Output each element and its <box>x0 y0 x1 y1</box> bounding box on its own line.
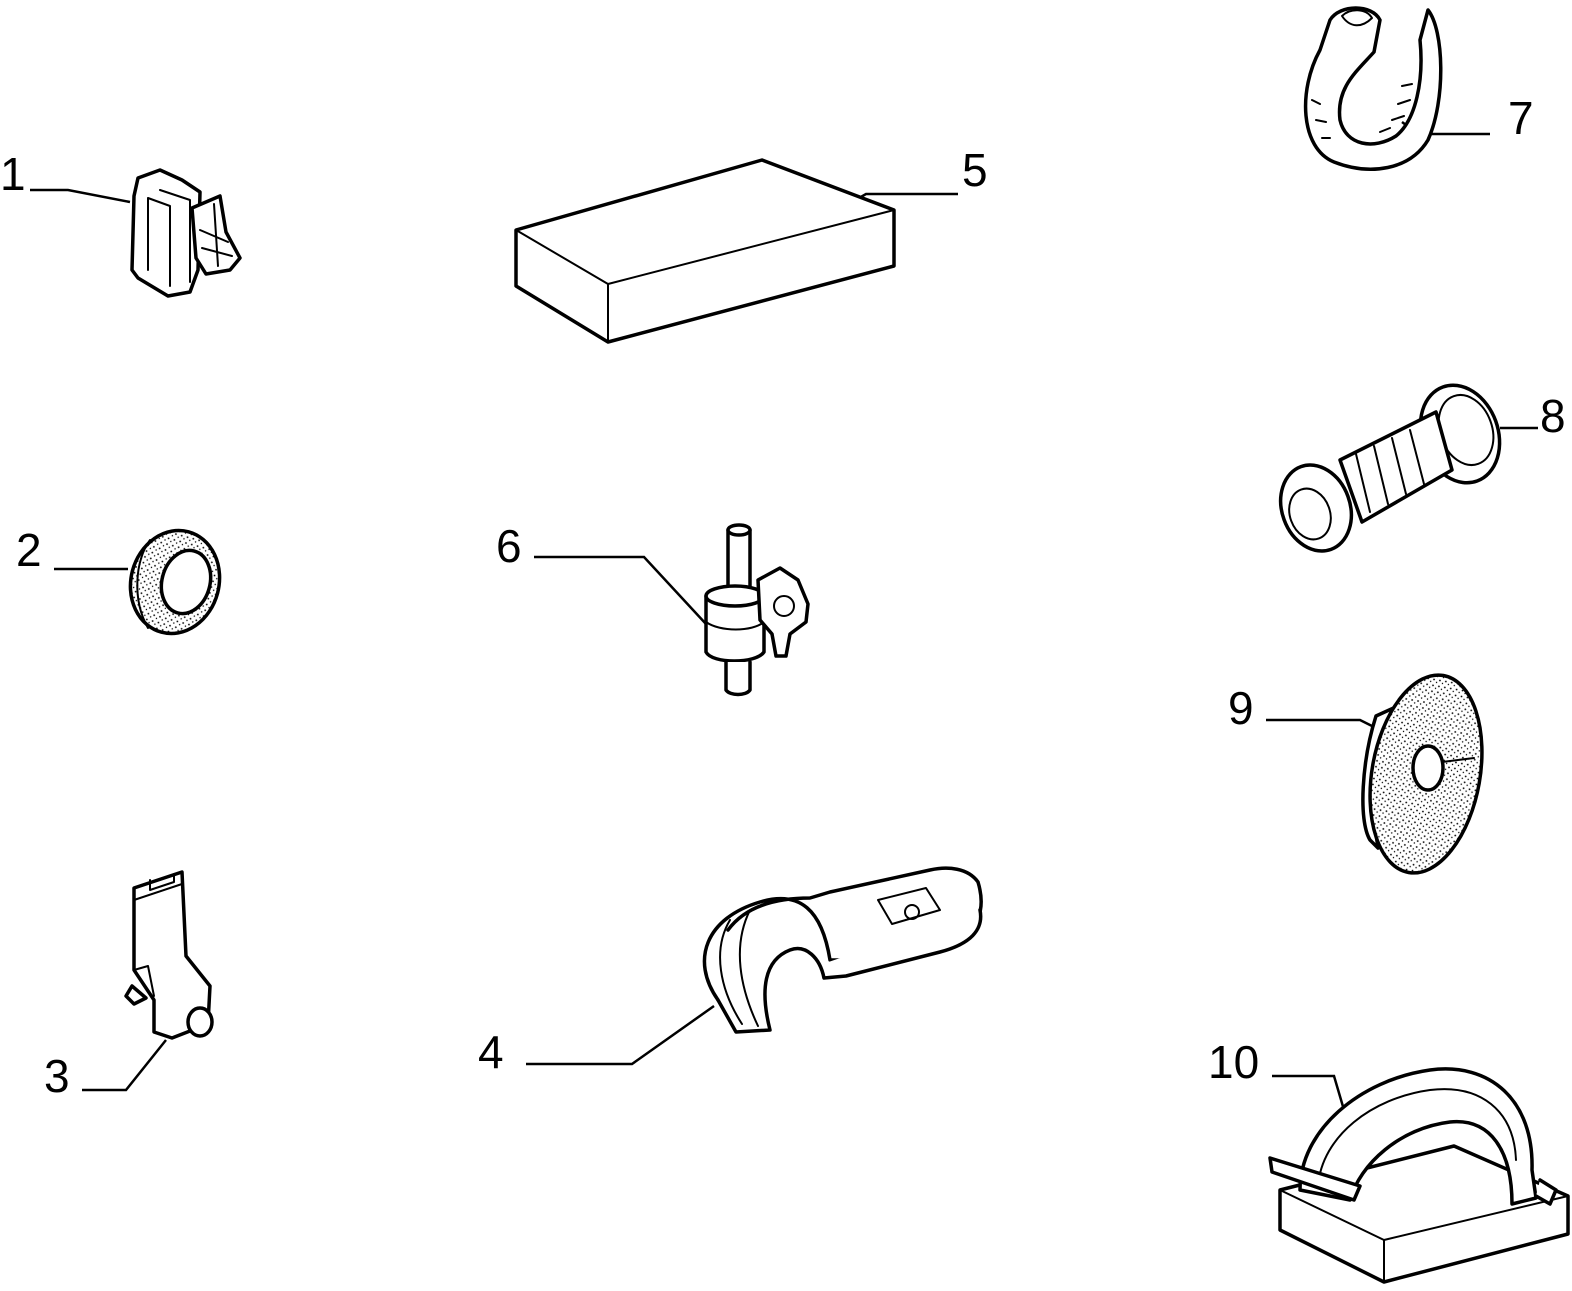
part-4[interactable]: 4 <box>478 866 983 1078</box>
part-6[interactable]: 6 <box>496 520 810 697</box>
callout-number: 2 <box>16 524 42 576</box>
part-2[interactable]: 2 <box>16 520 231 643</box>
part-1[interactable]: 1 <box>0 148 242 298</box>
leader-line <box>1272 1074 1346 1111</box>
callout-number: 8 <box>1540 390 1566 442</box>
oval-grommet-icon <box>1361 673 1484 875</box>
callout-number: 4 <box>478 1026 504 1078</box>
foam-pad-icon <box>514 158 896 344</box>
adhesive-cable-mount-icon <box>1268 1067 1570 1284</box>
part-8[interactable]: 8 <box>1269 374 1566 561</box>
callout-number: 5 <box>962 144 988 196</box>
part-9[interactable]: 9 <box>1228 666 1497 882</box>
cable-tie-icon <box>1303 6 1443 171</box>
leader-line <box>82 1039 167 1092</box>
leader-line <box>1266 718 1377 730</box>
callout-number: 9 <box>1228 682 1254 734</box>
part-3[interactable]: 3 <box>44 870 214 1102</box>
pin-clip-icon <box>704 523 810 697</box>
part-5[interactable]: 5 <box>514 144 988 344</box>
callout-number: 7 <box>1508 92 1534 144</box>
callout-number: 1 <box>0 148 26 200</box>
bracket-pin-icon <box>124 870 214 1040</box>
grommet-ring-icon <box>128 528 222 636</box>
part-10[interactable]: 10 <box>1208 1036 1570 1284</box>
leader-line <box>526 1004 715 1066</box>
part-7[interactable]: 7 <box>1303 6 1534 171</box>
callout-number: 3 <box>44 1050 70 1102</box>
ribbed-plug-icon <box>1278 383 1502 553</box>
cable-clip-icon <box>130 168 242 298</box>
leader-line <box>534 555 707 625</box>
pipe-clamp-icon <box>702 866 983 1034</box>
leader-line <box>30 188 131 204</box>
callout-number: 10 <box>1208 1036 1259 1088</box>
callout-number: 6 <box>496 520 522 572</box>
